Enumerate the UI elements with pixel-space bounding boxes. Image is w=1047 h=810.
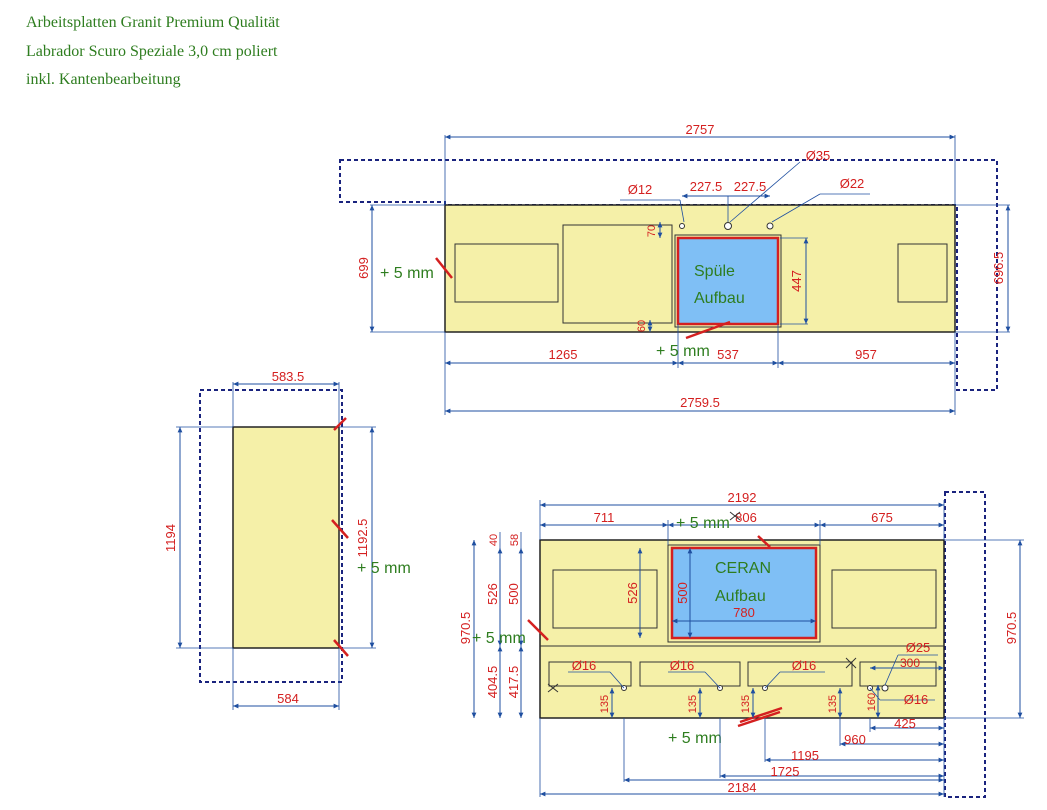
top-cabinet-mid: [562, 224, 673, 324]
side-dashed-outline: [199, 389, 343, 683]
dim-1194: 1194: [163, 524, 178, 552]
plus5-side: + 5 mm: [357, 560, 411, 577]
dim-970-5-left: 970.5: [458, 612, 473, 645]
dim-447: 447: [789, 270, 804, 292]
top-plan: 2757 227.5 227.5 Ø35 Ø12 Ø22 70 60 699 +…: [339, 122, 1011, 415]
dim-58: 58: [509, 534, 521, 546]
ceran-label-2: Aufbau: [715, 588, 766, 605]
dim-711: 711: [594, 510, 615, 525]
dim-696-5: 696.5: [991, 252, 1006, 285]
dim-300: 300: [900, 656, 920, 670]
side-slab: [232, 426, 340, 649]
d16-a: Ø16: [572, 658, 597, 673]
dim-135-b: 135: [687, 695, 699, 713]
dim-d12: Ø12: [628, 182, 653, 197]
dim-70: 70: [646, 225, 658, 237]
dim-2192: 2192: [728, 490, 757, 505]
plus5-top-left: + 5 mm: [380, 265, 434, 282]
title-line-2: Labrador Scuro Speziale 3,0 cm poliert: [26, 43, 278, 60]
title-line-1: Arbeitsplatten Granit Premium Qualität: [26, 14, 280, 31]
plus5-top-bottom: + 5 mm: [656, 343, 710, 360]
plus5-lower-bottom: + 5 mm: [668, 730, 722, 747]
dim-970-5-right: 970.5: [1004, 612, 1019, 645]
plus5-lower-left: + 5 mm: [472, 630, 526, 647]
dim-d22: Ø22: [840, 176, 865, 191]
lower-cabinet-right: [831, 569, 937, 629]
dim-526-left: 526: [485, 583, 500, 605]
sink-label-2: Aufbau: [694, 290, 745, 307]
hole-d12-icon: [679, 223, 685, 229]
plus5-lower-top: + 5 mm: [676, 515, 730, 532]
dim-960: 960: [844, 732, 866, 747]
dim-500-left: 500: [506, 583, 521, 605]
top-cabinet-right: [897, 243, 948, 303]
hole-d22-icon: [766, 222, 774, 230]
dim-1195: 1195: [791, 748, 819, 763]
sink-cutout: [676, 236, 780, 326]
d25: Ø25: [906, 640, 931, 655]
hole-d35-icon: [724, 222, 732, 230]
dim-135-a: 135: [599, 695, 611, 713]
dim-227-5-a: 227.5: [690, 179, 723, 194]
dim-1265: 1265: [549, 347, 578, 362]
dim-780: 780: [733, 605, 755, 620]
lower-plan: CERAN Aufbau 2192 711 806 675 + 5 mm 970…: [458, 490, 1024, 798]
dim-425: 425: [894, 716, 916, 731]
top-cabinet-left: [454, 243, 559, 303]
dim-135-c: 135: [740, 695, 752, 713]
dim-227-5-b: 227.5: [734, 179, 767, 194]
d16-b: Ø16: [670, 658, 695, 673]
ceran-label-1: CERAN: [715, 560, 771, 577]
dim-1192-5: 1192.5: [355, 519, 370, 558]
side-plan: 583.5 1194 1192.5 + 5 mm 584: [163, 369, 411, 710]
title-line-3: inkl. Kantenbearbeitung: [26, 71, 181, 88]
dim-top-2757: 2757: [686, 122, 715, 137]
dim-160: 160: [866, 693, 878, 711]
dim-675: 675: [871, 510, 893, 525]
dim-806: 806: [735, 510, 757, 525]
dim-500-center: 500: [675, 582, 690, 604]
lower-dashed-outline: [944, 491, 986, 798]
dim-699: 699: [356, 257, 371, 279]
dim-40: 40: [488, 534, 500, 546]
dim-404-5: 404.5: [485, 666, 500, 699]
dim-2759-5: 2759.5: [680, 395, 720, 410]
sink-label-1: Spüle: [694, 263, 735, 280]
dim-2184: 2184: [728, 780, 757, 795]
dim-537: 537: [717, 347, 739, 362]
dim-135-d: 135: [827, 695, 839, 713]
dim-60: 60: [636, 320, 648, 332]
dim-1725: 1725: [771, 764, 800, 779]
d16-c: Ø16: [792, 658, 817, 673]
dim-584: 584: [277, 691, 299, 706]
dim-957: 957: [855, 347, 877, 362]
dim-d35: Ø35: [806, 148, 831, 163]
lower-cabinet-left: [552, 569, 658, 629]
top-dashed-outline: [339, 159, 998, 391]
dim-417-5: 417.5: [506, 666, 521, 699]
d16-d: Ø16: [904, 692, 929, 707]
dim-583-5: 583.5: [272, 369, 305, 384]
dim-526-center: 526: [625, 582, 640, 604]
